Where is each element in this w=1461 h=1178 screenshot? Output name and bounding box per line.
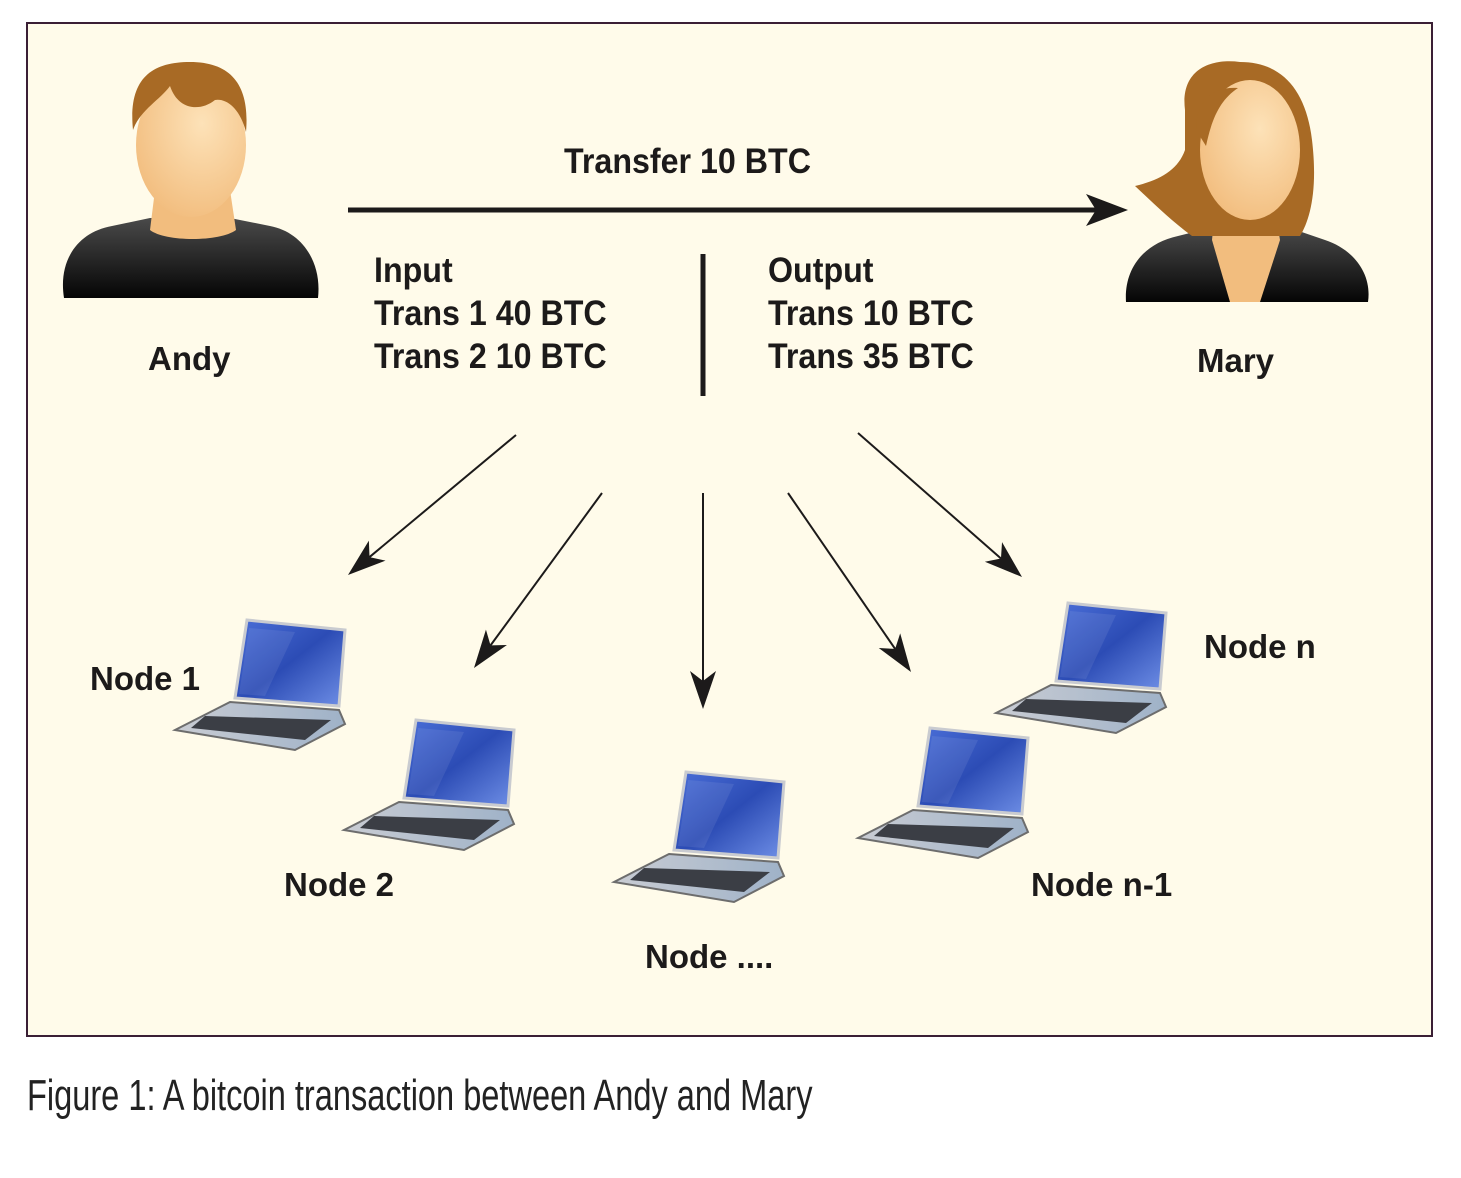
node-label: Node 2 [284, 866, 395, 903]
node-label: Node n-1 [1031, 866, 1173, 903]
input-heading: Input [374, 251, 453, 290]
andy-avatar [62, 62, 319, 298]
node-label: Node 1 [90, 660, 201, 697]
node-n-laptop [994, 601, 1168, 735]
transfer-label: Transfer 10 BTC [564, 142, 811, 181]
broadcast-arrows [348, 432, 1022, 709]
broadcast-arrow-line [857, 432, 1002, 560]
input-block: Input Trans 1 40 BTC Trans 2 10 BTC [374, 249, 607, 378]
figure-caption: Figure 1: A bitcoin transaction between … [27, 1071, 813, 1120]
broadcast-arrow-head [984, 542, 1022, 577]
node-middle-laptop [612, 770, 786, 904]
node-n-1-laptop [856, 726, 1030, 860]
input-line: Trans 1 40 BTC [374, 294, 607, 333]
broadcast-arrow-head [474, 629, 507, 668]
transfer-arrow [348, 194, 1128, 226]
sender-name: Andy [148, 340, 231, 377]
input-line: Trans 2 10 BTC [374, 337, 607, 376]
node-2-laptop [342, 718, 516, 852]
broadcast-arrow-line [787, 492, 896, 650]
broadcast-arrow-head [690, 671, 716, 709]
node-1-laptop [173, 618, 347, 752]
node-label: Node n [1204, 628, 1316, 665]
broadcast-arrow-line [489, 492, 603, 646]
broadcast-arrow-head [878, 633, 911, 672]
output-line: Trans 10 BTC [768, 294, 974, 333]
broadcast-arrow-head [348, 540, 386, 575]
output-block: Output Trans 10 BTC Trans 35 BTC [768, 249, 974, 378]
receiver-name: Mary [1197, 342, 1275, 379]
output-heading: Output [768, 251, 874, 290]
broadcast-arrow-line [368, 434, 517, 558]
output-line: Trans 35 BTC [768, 337, 974, 376]
mary-avatar [1125, 61, 1369, 302]
node-label: Node .... [645, 938, 774, 975]
